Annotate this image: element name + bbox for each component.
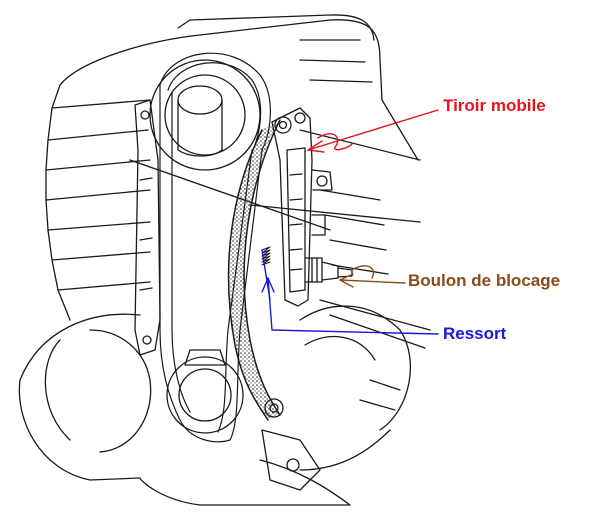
label-tiroir-mobile: Tiroir mobile — [443, 96, 546, 115]
cam-sprocket — [149, 59, 261, 171]
tensioner-body — [271, 107, 333, 307]
chain-guide-left — [134, 99, 161, 356]
leader-boulon — [339, 265, 406, 288]
tensioner-blade — [227, 119, 284, 421]
timing-chain — [159, 52, 271, 443]
crank-sprocket — [166, 349, 244, 434]
locking-bolt — [304, 257, 353, 283]
label-ressort: Ressort — [443, 324, 507, 343]
tensioner-spring — [261, 246, 271, 266]
crankcase — [18, 299, 431, 506]
leader-tiroir — [307, 109, 439, 153]
cylinder-fins — [45, 14, 419, 321]
lower-bracket — [261, 429, 321, 491]
leader-ressort — [261, 249, 439, 335]
label-boulon-de-blocage: Boulon de blocage — [408, 271, 561, 290]
leader-lines-black — [129, 129, 421, 231]
